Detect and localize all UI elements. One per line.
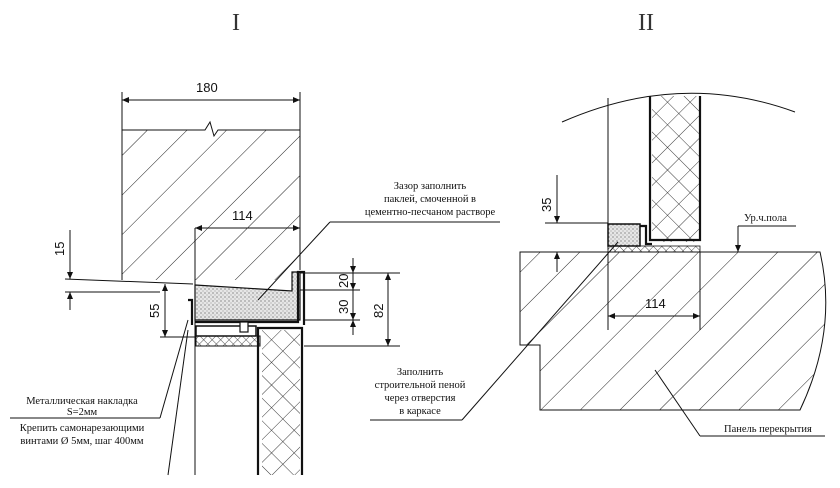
dimension-114-detail-1: 114 <box>195 208 300 231</box>
note-foam-line-1: Заполнить <box>397 367 444 378</box>
note-gap-line-3: цементно-песчаном растворе <box>365 207 496 218</box>
note-plate: Металлическая накладка S=2мм Крепить сам… <box>10 319 189 476</box>
detail-1-title: I <box>232 10 240 36</box>
dim-30-label: 30 <box>336 300 351 314</box>
note-plate-line-2: S=2мм <box>67 407 98 418</box>
dim-180-label: 180 <box>196 80 218 95</box>
note-screws-line-2: винтами Ø 5мм, шаг 400мм <box>20 436 144 447</box>
dim-20-label: 20 <box>336 274 351 288</box>
note-foam-line-4: в каркасе <box>399 406 441 417</box>
detail-2-title: II <box>638 10 654 36</box>
frame-profile-detail-2 <box>607 223 652 247</box>
dimensions-20-30-82: 20 30 82 <box>300 258 400 347</box>
dim-15-label: 15 <box>52 242 67 256</box>
note-gap: Зазор заполнить паклей, смоченной в цеме… <box>257 181 500 301</box>
note-screws-line-1: Крепить самонарезающими <box>20 423 145 434</box>
note-gap-line-2: паклей, смоченной в <box>384 194 476 205</box>
dimension-55: 55 <box>147 284 195 338</box>
insulated-panel-detail-1 <box>256 326 304 475</box>
dimension-15: 15 <box>52 230 73 310</box>
slab-label: Панель перекрытия <box>724 424 812 435</box>
dimension-180: 180 <box>121 80 301 130</box>
note-foam: Заполнить строительной пеной через отвер… <box>370 241 619 421</box>
slab-label-group: Панель перекрытия <box>654 369 825 437</box>
note-foam-line-3: через отверстия <box>385 393 456 404</box>
dimension-114-detail-2: 114 <box>608 296 700 319</box>
note-gap-line-1: Зазор заполнить <box>394 181 467 192</box>
dimension-35: 35 <box>539 175 608 272</box>
dim-55-label: 55 <box>147 304 162 318</box>
detail-1-wall <box>64 120 301 475</box>
dim-35-label: 35 <box>539 198 554 212</box>
floor-level-mark: Ур.ч.пола <box>735 213 796 252</box>
dim-114-detail-2-label: 114 <box>645 296 666 311</box>
floor-slab <box>519 245 827 411</box>
note-foam-line-2: строительной пеной <box>375 380 466 391</box>
dim-82-label: 82 <box>371 304 386 318</box>
floor-level-label: Ур.ч.пола <box>744 213 787 224</box>
detail-2-wall <box>561 92 796 250</box>
dim-114-label: 114 <box>232 208 253 223</box>
note-plate-line-1: Металлическая накладка <box>26 396 138 407</box>
